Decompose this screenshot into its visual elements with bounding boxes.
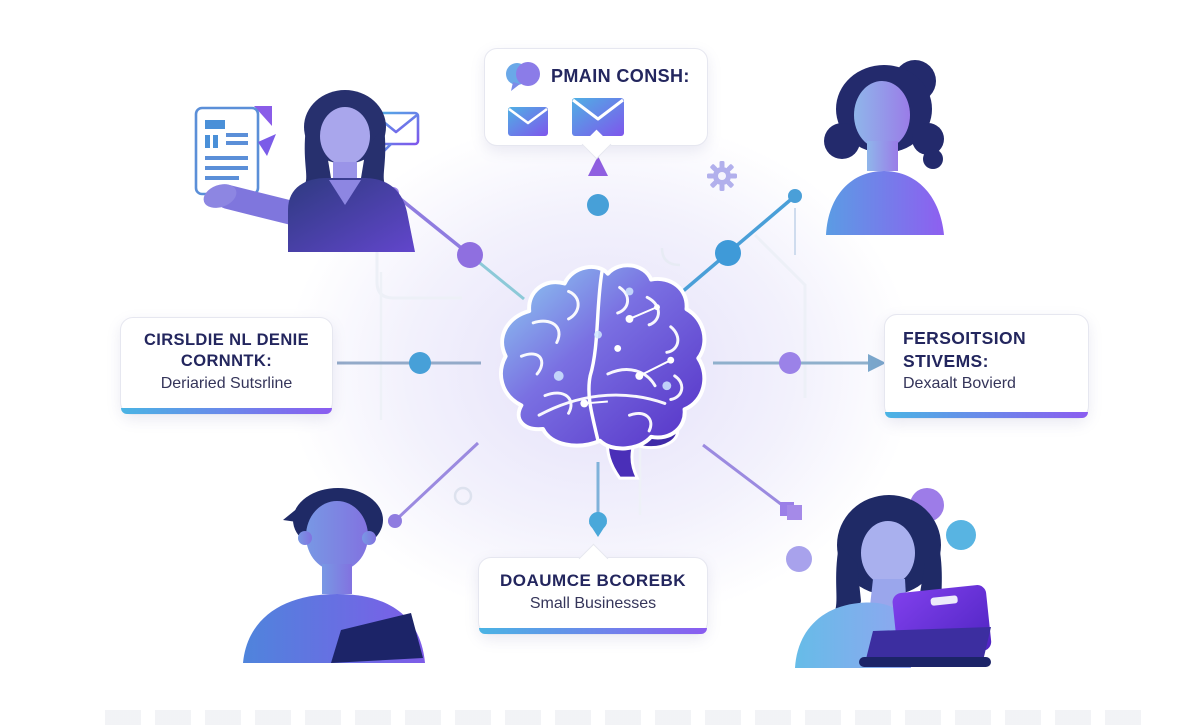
- left-card-title-line1: CIRSLDIE NL DENIE: [143, 331, 310, 349]
- top-callout-card: PMAIN CONSH:: [484, 48, 708, 160]
- arrow-up-icon: [588, 156, 608, 176]
- node-dot: [388, 514, 402, 528]
- envelope-icon: [572, 98, 624, 136]
- left-card-subtitle: Deriaried Sutsrline: [160, 375, 293, 392]
- gradient-bar: [479, 628, 707, 634]
- gradient-bar: [885, 412, 1088, 418]
- person-top-left: [203, 90, 415, 252]
- node-dot: [587, 194, 609, 216]
- left-card-title-line2: CORNNTK:: [180, 352, 273, 370]
- node-dot: [715, 240, 741, 266]
- gradient-bar: [121, 408, 332, 414]
- connector-top-right: [680, 194, 797, 294]
- node-dot: [457, 242, 483, 268]
- node-dot: [788, 189, 802, 203]
- envelope-icon: [508, 107, 548, 136]
- decor-circle: [946, 520, 976, 550]
- left-callout-card: CIRSLDIE NL DENIE CORNNTK: Deriaried Sut…: [120, 317, 333, 415]
- top-card-title: PMAIN CONSH:: [551, 65, 690, 86]
- connector-bottom-right: [702, 443, 787, 510]
- decor-circle: [786, 546, 812, 572]
- person-bottom-left: [243, 488, 425, 663]
- gear-icon: [707, 161, 737, 191]
- bottom-callout-card: DOAUMCE BCOREBK Small Businesses: [478, 543, 708, 635]
- bottom-card-title: DOAUMCE BCOREBK: [500, 571, 686, 590]
- bottom-edge-pattern: [105, 710, 1145, 725]
- right-card-title-line2: STIVEMS:: [903, 351, 989, 371]
- right-callout-card: FERSOITSION STIVEMS: Dexaalt Bovierd: [884, 314, 1089, 419]
- ai-brain: [499, 263, 707, 480]
- person-top-right: [824, 60, 944, 235]
- connector-top-left: [391, 191, 472, 257]
- person-bottom-right: [786, 488, 992, 668]
- bottom-card-subtitle: Small Businesses: [529, 595, 657, 612]
- right-card-title-line1: FERSOITSION: [903, 328, 1027, 348]
- right-card-subtitle: Dexaalt Bovierd: [903, 375, 1016, 392]
- chat-bubbles-icon: [506, 62, 540, 91]
- decor-square: [787, 505, 802, 520]
- node-dot: [409, 352, 431, 374]
- arrow-right-icon: [868, 354, 886, 372]
- connector-bottom-left: [396, 441, 480, 520]
- node-dot: [779, 352, 801, 374]
- laptop-base: [865, 627, 991, 663]
